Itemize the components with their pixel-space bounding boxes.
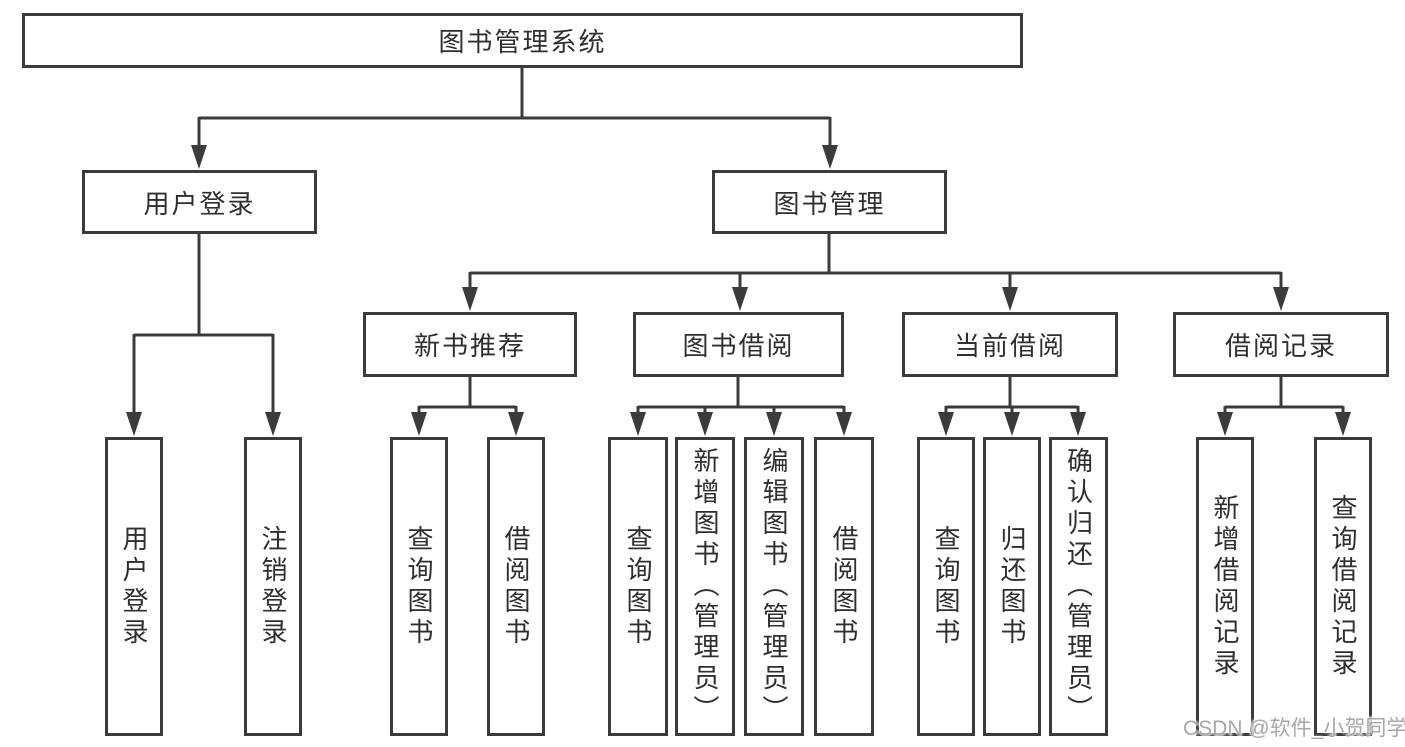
leaf-borrow-books-newbook-label: 借阅图书 — [501, 524, 531, 649]
node-current-borrow: 当前借阅 — [902, 312, 1118, 377]
node-book-borrow: 图书借阅 — [633, 312, 844, 377]
leaf-query-books-newbook: 查询图书 — [390, 437, 448, 736]
node-user-login-label: 用户登录 — [143, 188, 256, 219]
leaf-borrow-books-newbook: 借阅图书 — [487, 437, 545, 736]
leaf-borrow-books-borrow: 借阅图书 — [814, 437, 874, 736]
leaf-edit-book-admin-label: 编辑图书（管理员） — [759, 447, 789, 726]
leaf-edit-book-admin: 编辑图书（管理员） — [744, 437, 804, 736]
leaf-return-books-label: 归还图书 — [997, 524, 1027, 649]
leaf-user-login: 用户登录 — [105, 437, 163, 736]
leaf-query-books-current-label: 查询图书 — [931, 524, 961, 649]
leaf-query-borrow-record: 查询借阅记录 — [1314, 437, 1372, 736]
leaf-user-login-label: 用户登录 — [119, 524, 149, 649]
node-current-borrow-label: 当前借阅 — [953, 331, 1066, 361]
node-book-management: 图书管理 — [712, 170, 947, 234]
leaf-borrow-books-borrow-label: 借阅图书 — [829, 524, 859, 649]
leaf-query-books-current: 查询图书 — [917, 437, 975, 736]
node-library-system: 图书管理系统 — [22, 13, 1023, 68]
leaf-query-books-newbook-label: 查询图书 — [404, 524, 434, 649]
leaf-query-books-borrow: 查询图书 — [608, 437, 668, 736]
leaf-add-borrow-record-label: 新增借阅记录 — [1210, 493, 1240, 680]
leaf-add-borrow-record: 新增借阅记录 — [1196, 437, 1254, 736]
leaf-confirm-return-admin-label: 确认归还（管理员） — [1063, 447, 1094, 726]
leaf-query-borrow-record-label: 查询借阅记录 — [1328, 493, 1358, 680]
node-user-login: 用户登录 — [82, 170, 317, 234]
leaf-add-book-admin: 新增图书（管理员） — [675, 437, 735, 736]
leaf-logout-label: 注销登录 — [258, 524, 288, 649]
node-library-system-label: 图书管理系统 — [438, 27, 607, 57]
csdn-watermark: CSDN @软件_小贺同学 — [1183, 717, 1405, 740]
node-book-borrow-label: 图书借阅 — [682, 331, 795, 361]
leaf-logout: 注销登录 — [244, 437, 302, 736]
leaf-return-books: 归还图书 — [983, 437, 1041, 736]
node-new-book-recommend-label: 新书推荐 — [413, 331, 526, 361]
leaf-confirm-return-admin: 确认归还（管理员） — [1049, 437, 1108, 736]
node-borrow-records-label: 借阅记录 — [1224, 331, 1337, 361]
node-borrow-records: 借阅记录 — [1173, 312, 1389, 377]
leaf-query-books-borrow-label: 查询图书 — [623, 524, 653, 649]
node-new-book-recommend: 新书推荐 — [363, 312, 577, 377]
arrowheads — [126, 145, 1351, 436]
leaf-add-book-admin-label: 新增图书（管理员） — [690, 447, 720, 726]
node-book-management-label: 图书管理 — [773, 188, 886, 219]
